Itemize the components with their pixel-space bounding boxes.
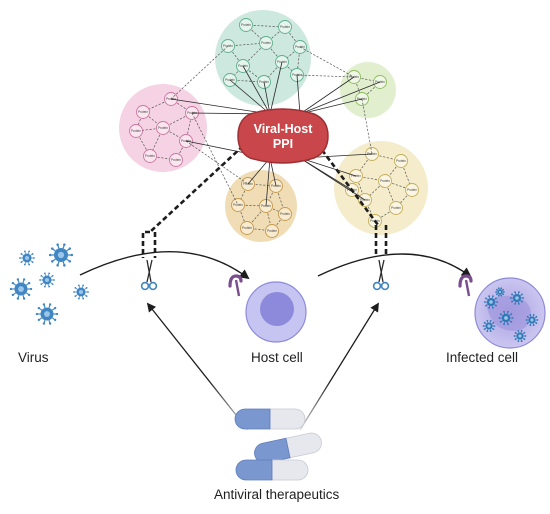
- receptor-icon: [230, 276, 241, 296]
- infected-cell-icon: [475, 278, 545, 348]
- svg-text:Protein: Protein: [138, 110, 148, 114]
- protein-node: Protein: [170, 154, 183, 167]
- svg-text:Protein: Protein: [171, 158, 181, 162]
- svg-text:Protein: Protein: [280, 212, 290, 216]
- label-host-cell: Host cell: [251, 350, 303, 365]
- protein-node: Protein: [266, 225, 279, 238]
- svg-text:Protein: Protein: [267, 229, 277, 233]
- virus-icon: [49, 243, 73, 266]
- svg-text:Protein: Protein: [261, 41, 271, 45]
- protein-node: Protein: [144, 150, 157, 163]
- protein-node: Protein: [395, 155, 408, 168]
- cluster-top: [215, 10, 311, 106]
- svg-text:Protein: Protein: [391, 206, 401, 210]
- capsule-icon: [235, 409, 305, 429]
- virus-icon: [36, 303, 58, 325]
- protein-node: Protein: [240, 19, 253, 32]
- svg-text:Protein: Protein: [407, 188, 417, 192]
- label-virus: Virus: [18, 350, 49, 365]
- pathway-arc-left: [80, 252, 248, 278]
- cluster-green: [340, 62, 396, 118]
- ppi-hub-node: Viral-Host PPI: [238, 109, 328, 163]
- protein-node: Protein: [279, 21, 292, 34]
- label-infected-cell: Infected cell: [446, 350, 518, 365]
- capsule-icon: [236, 460, 308, 480]
- svg-text:Protein: Protein: [223, 44, 233, 48]
- svg-text:Protein: Protein: [233, 203, 243, 207]
- svg-text:Protein: Protein: [242, 226, 252, 230]
- svg-text:Protein: Protein: [396, 159, 406, 163]
- virus-icon: [10, 278, 32, 300]
- protein-node: Protein: [379, 175, 392, 188]
- svg-text:Protein: Protein: [243, 182, 253, 186]
- host-cell-icon: [246, 282, 306, 342]
- protein-edge: [192, 113, 238, 205]
- virus-icon: [73, 284, 89, 299]
- svg-text:Protein: Protein: [158, 126, 168, 130]
- svg-text:Protein: Protein: [131, 129, 141, 133]
- label-antiviral-therapeutics: Antiviral therapeutics: [214, 487, 339, 502]
- svg-text:Protein: Protein: [145, 154, 155, 158]
- svg-text:Protein: Protein: [241, 23, 251, 27]
- protein-node: Protein: [260, 37, 273, 50]
- virus-group: [10, 243, 89, 324]
- protein-node: Protein: [390, 202, 403, 215]
- scissors-icon: [142, 260, 157, 289]
- protein-node: Protein: [137, 106, 150, 119]
- scissors-icon: [374, 260, 389, 289]
- receptor-icon: [460, 276, 471, 296]
- svg-text:Protein: Protein: [380, 179, 390, 183]
- protein-node: Protein: [157, 122, 170, 135]
- virus-icon: [39, 272, 55, 287]
- protein-node: Protein: [279, 208, 292, 221]
- protein-node: Protein: [241, 222, 254, 235]
- virus-icon: [19, 250, 35, 265]
- pathway-arc-right: [318, 254, 470, 276]
- svg-text:Protein: Protein: [280, 25, 290, 29]
- protein-node: Protein: [130, 125, 143, 138]
- ppi-hub-line2: PPI: [273, 137, 293, 151]
- ppi-hub-line1: Viral-Host: [254, 122, 314, 136]
- protein-node: Protein: [406, 184, 419, 197]
